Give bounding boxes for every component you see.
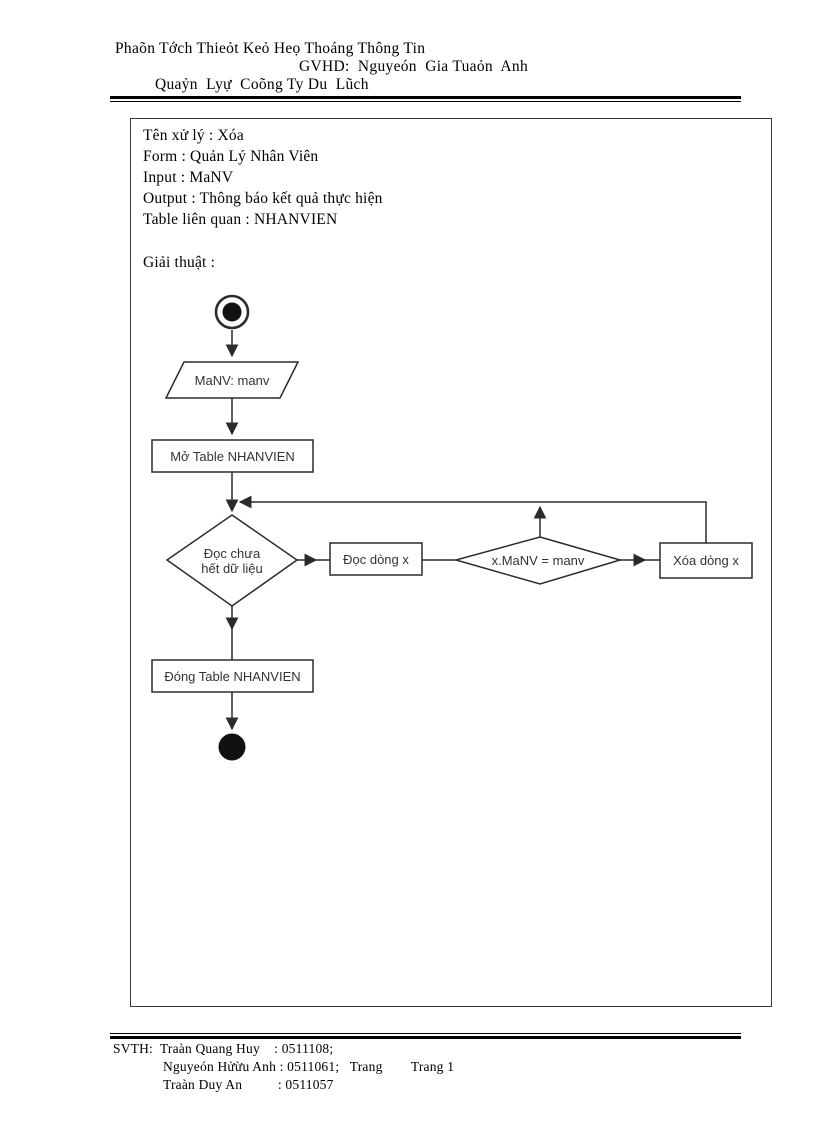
read-loop-diamond-label: Đọc chưa hết dữ liệu xyxy=(167,515,297,606)
delete-row-label: Xóa dòng x xyxy=(673,553,739,568)
algorithm-heading: Giải thuật : xyxy=(143,254,216,271)
process-name: Tên xử lý : Xóa xyxy=(143,127,244,144)
compare-diamond-label: x.MaNV = manv xyxy=(491,553,585,568)
read-row-label: Đọc dòng x xyxy=(343,551,409,567)
footer-svth-line2: Nguyeón Hửừu Anh : 0511061; Trang Trang … xyxy=(163,1059,455,1074)
end-node-circle xyxy=(218,733,246,761)
read-row-rect xyxy=(329,542,423,576)
close-table-label: Đóng Table NHANVIEN xyxy=(164,668,301,684)
delete-row-rect xyxy=(659,542,753,579)
loop-return-line xyxy=(238,495,707,543)
start-node-inner-circle xyxy=(222,302,242,322)
header-subtitle: Quaỷn Lyự Coõng Ty Du Lũch xyxy=(155,76,369,93)
process-table: Table liên quan : NHANVIEN xyxy=(143,211,338,228)
footer-svth-line3: Traàn Duy An : 0511057 xyxy=(163,1077,334,1092)
compare-diamond xyxy=(453,536,623,585)
process-info: Tên xử lý : Xóa Form : Quản Lý Nhân Viên… xyxy=(143,125,383,230)
footer-rule xyxy=(110,1033,741,1039)
content-box: Tên xử lý : Xóa Form : Quản Lý Nhân Viên… xyxy=(130,118,772,1007)
process-form: Form : Quản Lý Nhân Viên xyxy=(143,148,319,165)
read-loop-line2: hết dữ liệu xyxy=(201,560,263,576)
start-node-outer-circle xyxy=(214,294,250,330)
footer-svth-line1: SVTH: Traàn Quang Huy : 0511108; xyxy=(113,1041,334,1056)
header-rule xyxy=(110,96,741,102)
process-output: Output : Thông báo kết quả thực hiện xyxy=(143,190,383,207)
process-input: Input : MaNV xyxy=(143,169,234,186)
header-gvhd: GVHD: Nguyeón Gia Tuaỏn Anh xyxy=(299,58,529,75)
input-parallelogram xyxy=(164,361,300,399)
header-title: Phaõn Tớch Thieỏt Keỏ Heọ Thoáng Thông T… xyxy=(115,40,426,57)
open-table-label: Mở Table NHANVIEN xyxy=(170,448,295,464)
read-loop-line1: Đọc chưa xyxy=(203,545,261,561)
input-node-label: MaNV: manv xyxy=(194,372,270,388)
